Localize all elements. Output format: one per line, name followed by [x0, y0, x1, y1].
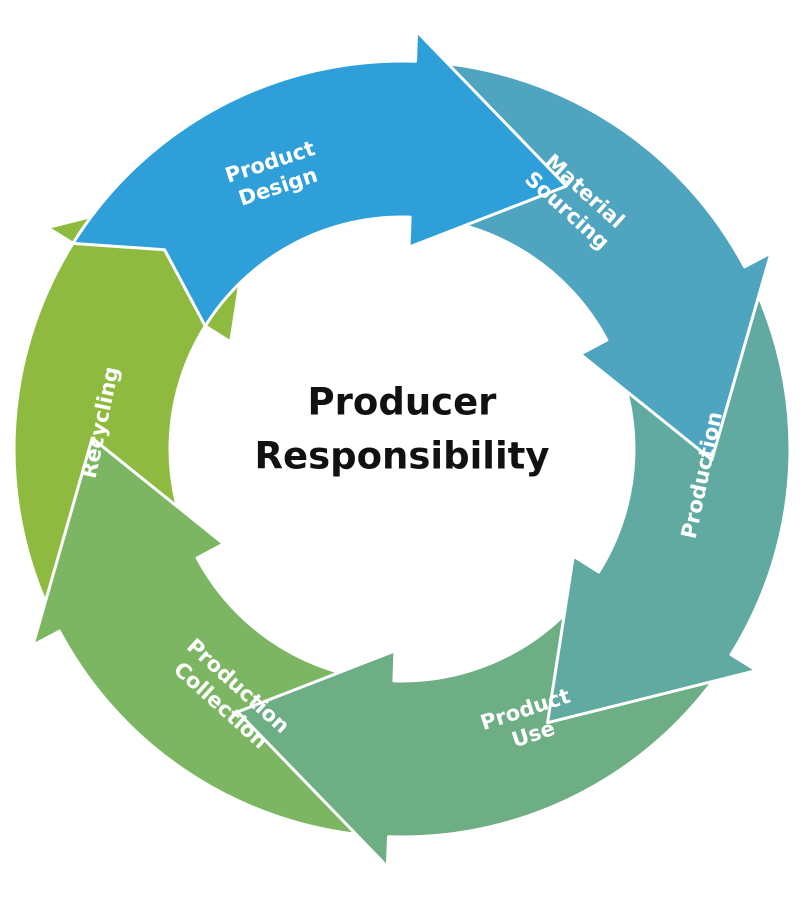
- center-title-line1: Producer: [308, 381, 498, 424]
- center-title: Producer Responsibility: [255, 381, 550, 478]
- center-title-line2: Responsibility: [255, 435, 550, 478]
- segments-layer: [12, 29, 792, 869]
- segment-arrow-product-design: [71, 29, 568, 328]
